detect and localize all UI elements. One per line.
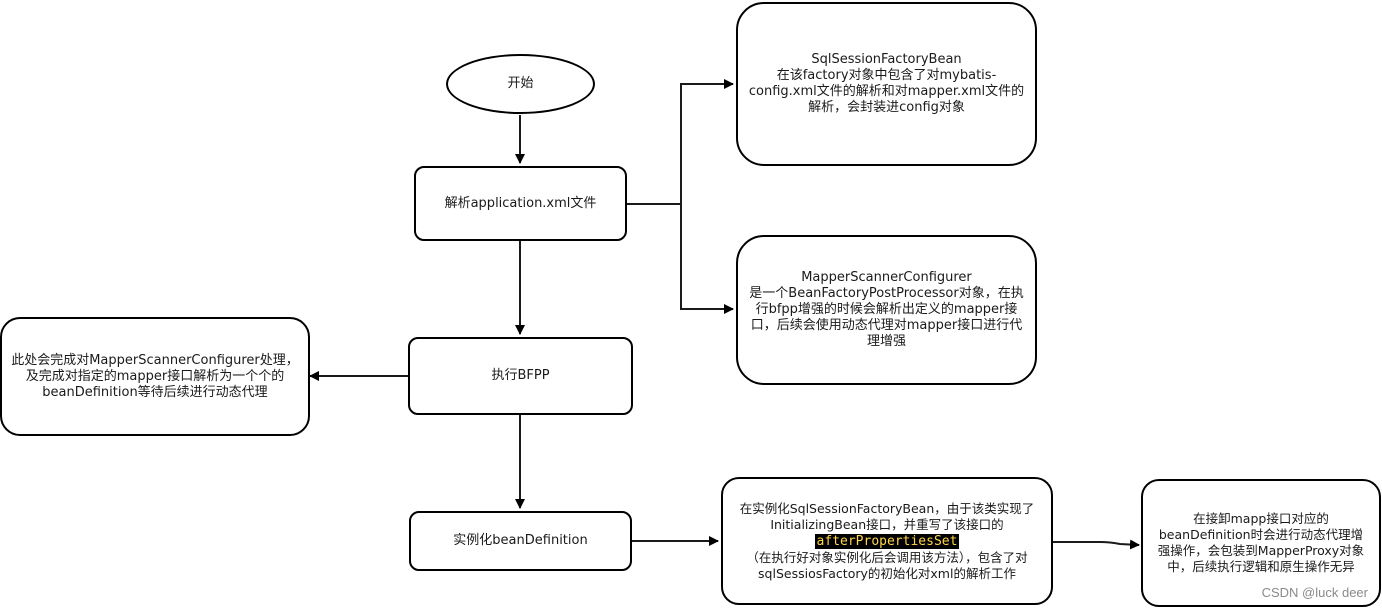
text-line: 中，后续执行逻辑和原生操作无异: [1167, 559, 1355, 574]
text-line: beanDefinition时会进行动态代理增: [1158, 527, 1364, 542]
text-line: 及完成对指定的mapper接口解析为一个个的: [25, 368, 285, 384]
text-line: 在实例化SqlSessionFactoryBean，由于该类实现了: [739, 500, 1035, 516]
text-line: 理增强: [866, 334, 906, 349]
text-line: 此处会完成对MapperScannerConfigurer处理，: [11, 352, 299, 368]
watermark: CSDN @luck deer: [1261, 585, 1368, 600]
text-line: MapperScannerConfigurer: [801, 270, 972, 285]
proxy-note-text: 在接卸mapp接口对应的 beanDefinition时会进行动态代理增 强操作…: [1158, 511, 1364, 575]
text-line: 解析，会封装进config对象: [808, 100, 965, 115]
arrow-parse-to-sqlsessionfactory: [626, 79, 734, 205]
start-node: 开始: [446, 54, 595, 114]
instantiate-note-node: 在实例化SqlSessionFactoryBean，由于该类实现了 Initia…: [721, 477, 1053, 605]
arrow-parse-to-mapperscanner: [680, 204, 734, 314]
text-line: SqlSessionFactoryBean: [811, 52, 962, 67]
text-line: beanDefinition等待后续进行动态代理: [42, 384, 268, 400]
code-line: afterPropertiesSet: [740, 533, 1035, 550]
arrow-note-to-proxy: [1052, 539, 1140, 550]
instantiate-bd-node: 实例化beanDefinition: [409, 511, 632, 571]
text-line: 行bfpp增强的时候会解析出定义的mapper接: [755, 302, 1018, 317]
text-line: （在执行好对象实例化后会调用该方法），包含了对: [746, 549, 1028, 565]
text-line: 口，后续会使用动态代理对mapper接口进行代: [750, 318, 1023, 333]
text-line: InitializingBean接口，并重写了该接口的: [770, 516, 1004, 532]
instantiate-bd-label: 实例化beanDefinition: [453, 533, 588, 548]
sqlsessionfactory-text: SqlSessionFactoryBean 在该factory对象中包含了对my…: [749, 52, 1024, 116]
execute-bfpp-node: 执行BFPP: [408, 337, 633, 415]
execute-bfpp-label: 执行BFPP: [491, 368, 550, 383]
instantiate-note-text: 在实例化SqlSessionFactoryBean，由于该类实现了 Initia…: [740, 501, 1035, 582]
bfpp-note-text: 此处会完成对MapperScannerConfigurer处理， 及完成对指定的…: [11, 353, 299, 401]
after-properties-set-code: afterPropertiesSet: [814, 533, 960, 549]
text-line: sqlSessiosFactory的初始化对xml的解析工作: [758, 565, 1016, 581]
text-line: config.xml文件的解析和对mapper.xml文件的: [748, 84, 1025, 99]
proxy-note-node: 在接卸mapp接口对应的 beanDefinition时会进行动态代理增 强操作…: [1141, 479, 1381, 607]
start-node-label: 开始: [507, 76, 534, 91]
parse-xml-label: 解析application.xml文件: [444, 195, 597, 211]
bfpp-note-node: 此处会完成对MapperScannerConfigurer处理， 及完成对指定的…: [0, 317, 310, 436]
text-line: 强操作，会包装到MapperProxy对象: [1157, 543, 1365, 558]
mapperscanner-text: MapperScannerConfigurer 是一个BeanFactoryPo…: [749, 270, 1023, 350]
text-line: 在接卸mapp接口对应的: [1193, 511, 1329, 526]
text-line: 在该factory对象中包含了对mybatis-: [776, 68, 997, 83]
text-line: 是一个BeanFactoryPostProcessor对象，在执: [749, 286, 1024, 301]
parse-xml-node: 解析application.xml文件: [414, 166, 627, 241]
mapperscanner-node: MapperScannerConfigurer 是一个BeanFactoryPo…: [736, 235, 1037, 385]
sqlsessionfactory-node: SqlSessionFactoryBean 在该factory对象中包含了对my…: [736, 2, 1037, 166]
